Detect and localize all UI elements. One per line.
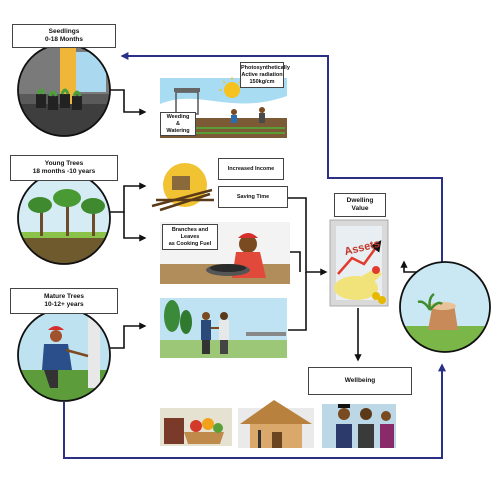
young-trees-label: Young Trees 18 months -10 years (10, 155, 118, 181)
increased-income-label: Increased Income (218, 158, 284, 180)
dwelling-value-label: Dwelling Value (334, 193, 386, 217)
stump-circle (399, 261, 491, 353)
seedling-to-farm-arrow (110, 89, 147, 116)
seedlings-label: Seedlings 0-18 Months (12, 24, 116, 48)
weeding-line-1: Weeding (166, 113, 190, 120)
young-trees-title: Young Trees (44, 160, 84, 167)
photosynthetic-label: Photosynthetically Active radiation 150k… (240, 62, 290, 88)
seedlings-title: Seedlings (48, 28, 80, 35)
assets-image: Assets (329, 219, 389, 307)
graduates-image (322, 404, 396, 448)
food-basket-image (160, 408, 232, 446)
top-cycle-arrow (120, 52, 443, 262)
mature-trees-title: Mature Trees (43, 293, 85, 300)
cooking-to-dwelling-arrow (290, 251, 301, 272)
mature-trees-circle (17, 308, 111, 402)
mature-to-meeting-arrow (110, 322, 147, 349)
photosynthetic-line-3: 150kg/cm (249, 78, 275, 85)
dwelling-line-1: Dwelling (346, 197, 374, 204)
photosynthetic-line-1: Photosynthetically (241, 64, 290, 71)
young-trees-age: 18 months -10 years (32, 168, 96, 175)
seedlings-circle (17, 43, 111, 137)
seedlings-age: 0-18 Months (45, 36, 83, 43)
saving-time-label: Saving Time (218, 186, 288, 208)
wellbeing-label: Wellbeing (308, 367, 412, 395)
wellbeing-images (160, 400, 396, 448)
branches-line-2: as Cooking Fuel (168, 240, 212, 247)
dwelling-line-2: Value (351, 205, 369, 212)
young-trees-circle (17, 171, 111, 265)
house-image (238, 400, 314, 448)
saving-time-to-dwelling-arrow (288, 197, 328, 276)
young-to-fuel-arrow (110, 182, 147, 213)
house-to-dwelling-arrow (400, 260, 420, 273)
mature-trees-label: Mature Trees 10-12+ years (10, 288, 118, 314)
wellbeing-text: Wellbeing (344, 377, 376, 384)
bottom-cycle-arrow (63, 363, 446, 459)
weeding-watering-label: Weeding & Watering (160, 112, 196, 136)
branches-leaves-label: Branches and Leaves as Cooking Fuel (162, 224, 218, 250)
meeting-scene-image (160, 298, 287, 358)
saving-time-text: Saving Time (236, 193, 270, 200)
mature-trees-age: 10-12+ years (44, 301, 84, 308)
weeding-line-3: Watering (166, 127, 190, 134)
meeting-to-dwelling-arrow (288, 272, 307, 331)
branches-line-1: Branches and Leaves (171, 226, 209, 240)
increased-income-text: Increased Income (227, 165, 275, 172)
connector-arrows (110, 89, 420, 362)
photosynthetic-line-2: Active radiation (241, 71, 283, 78)
cycle-arrows (63, 52, 446, 459)
firewood-image (151, 163, 214, 212)
young-to-cooking-arrow (123, 212, 147, 242)
weeding-line-2: & (176, 120, 180, 127)
